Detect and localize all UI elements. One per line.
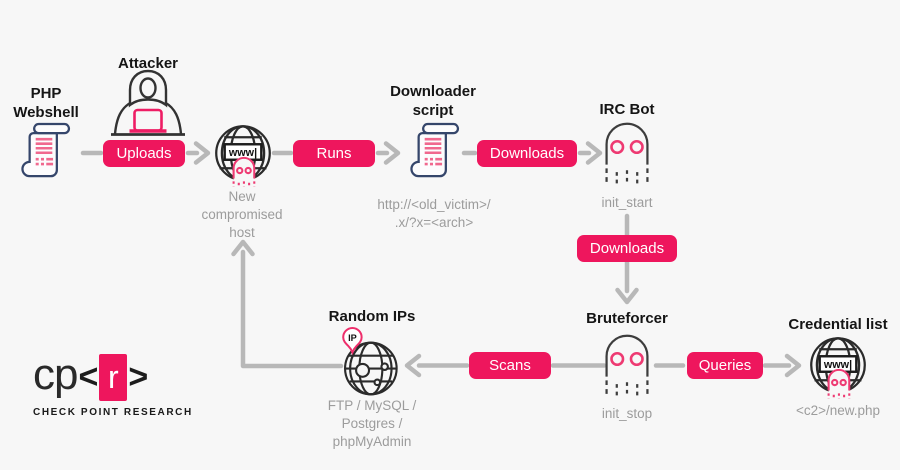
ip-pin-icon [342,326,363,356]
arrowhead-up-1 [231,239,255,257]
edge-randomips-to-host [240,249,344,369]
logo-cp-text: cp [33,350,78,399]
globe-www-label: www| [228,147,257,159]
badge-downloads-mid: Downloads [577,235,677,262]
caption-init-stop: init_stop [601,406,653,421]
ghost-icon [605,122,649,186]
logo-open-bracket: < [78,358,99,396]
label-downloader-script: Downloader script [390,83,476,119]
label-attacker: Attacker [117,55,179,72]
globe-www-ghost-icon: www| [215,125,271,187]
arrowhead-right-1 [193,141,211,165]
arrowhead-right-2 [383,141,401,165]
label-bruteforcer: Bruteforcer [586,310,668,327]
scroll-icon [21,122,71,178]
label-irc-bot: IRC Bot [599,101,655,118]
caption-c2-url: <c2>/new.php [795,403,881,418]
hacker-icon [111,69,185,136]
caption-new-host: New compromised host [201,189,283,240]
globe-www-ghost-icon: www| [810,337,866,399]
arrowhead-right-4 [784,353,802,378]
caption-init-start: init_start [601,195,653,210]
globe-ip-pin-icon: IP [342,326,398,396]
ghost-icon [605,334,649,398]
cpr-logo-wordmark: cp < r > [33,352,163,402]
badge-queries: Queries [687,352,763,379]
badge-uploads: Uploads [103,140,185,167]
arrowhead-right-3 [585,141,603,165]
label-credential-list: Credential list [788,316,888,333]
caption-scan-services: FTP / MySQL / Postgres / phpMyAdmin [327,398,417,449]
caption-downloader-url: http://<old_victim>/ .x/?x=<arch> [377,197,491,230]
logo-r-square: r [99,353,128,401]
ip-pin-label: IP [348,333,357,343]
logo-tagline: CHECK POINT RESEARCH [33,407,193,418]
badge-scans: Scans [469,352,551,379]
label-php-webshell: PHP Webshell [13,85,79,121]
arrowhead-left-1 [404,353,422,378]
badge-downloads-top: Downloads [477,140,577,167]
badge-runs: Runs [293,140,375,167]
globe-www-label: www| [823,359,852,371]
logo-close-bracket: > [128,358,149,396]
arrowhead-down-1 [615,287,639,305]
scroll-icon [410,122,460,178]
cpr-logo: cp < r > CHECK POINT RESEARCH [33,352,193,419]
label-random-ips: Random IPs [328,308,416,325]
